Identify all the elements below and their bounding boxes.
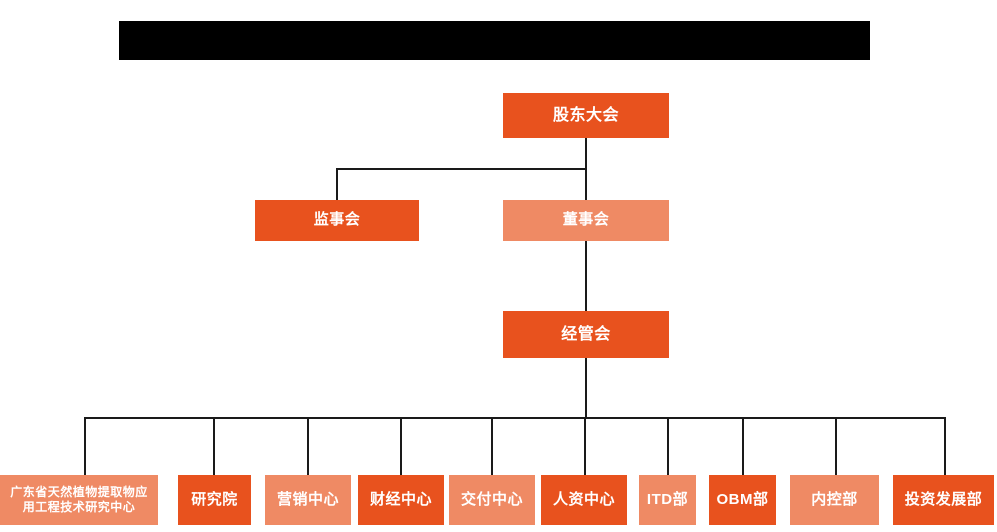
node-management-committee[interactable]: 经管会 — [503, 311, 669, 358]
node-internal-control-department[interactable]: 内控部 — [790, 475, 879, 525]
node-label-marketing-center: 营销中心 — [276, 490, 339, 508]
connector-drop-hr-center — [584, 417, 586, 475]
connector-drop-internal-control-department — [835, 417, 837, 475]
connector-drop-itd-department — [667, 417, 669, 475]
node-label-itd-department: ITD部 — [646, 490, 689, 508]
connector-departments-bus — [84, 417, 945, 419]
connector-shareholders-down — [585, 138, 587, 169]
node-board-of-directors[interactable]: 董事会 — [503, 200, 669, 241]
node-shareholders-meeting[interactable]: 股东大会 — [503, 93, 669, 138]
connector-directors-drop — [585, 168, 587, 200]
connector-management-down — [585, 358, 587, 418]
node-finance-center[interactable]: 财经中心 — [358, 475, 444, 525]
connector-drop-obm-department — [742, 417, 744, 475]
node-supervisory-board[interactable]: 监事会 — [255, 200, 419, 241]
node-research-institute[interactable]: 研究院 — [178, 475, 251, 525]
node-label-supervisory-board: 监事会 — [313, 211, 361, 229]
connector-drop-investment-development-department — [944, 417, 946, 475]
node-label-guangdong-research-center: 广东省天然植物提取物应 用工程技术研究中心 — [10, 485, 148, 514]
node-marketing-center[interactable]: 营销中心 — [265, 475, 351, 525]
connector-level2-bus — [336, 168, 587, 170]
connector-drop-delivery-center — [491, 417, 493, 475]
redacted-title-bar — [119, 21, 870, 60]
node-label-delivery-center: 交付中心 — [460, 490, 523, 508]
connector-drop-marketing-center — [307, 417, 309, 475]
node-label-shareholders-meeting: 股东大会 — [552, 106, 619, 124]
node-guangdong-research-center[interactable]: 广东省天然植物提取物应 用工程技术研究中心 — [0, 475, 158, 525]
node-label-board-of-directors: 董事会 — [562, 211, 610, 229]
node-label-investment-development-department: 投资发展部 — [904, 490, 983, 508]
connector-directors-to-management — [585, 241, 587, 311]
node-label-internal-control-department: 内控部 — [811, 490, 858, 508]
node-label-finance-center: 财经中心 — [369, 490, 432, 508]
connector-drop-research-institute — [213, 417, 215, 475]
node-itd-department[interactable]: ITD部 — [639, 475, 696, 525]
node-obm-department[interactable]: OBM部 — [709, 475, 776, 525]
node-label-research-institute: 研究院 — [191, 490, 238, 508]
node-investment-development-department[interactable]: 投资发展部 — [893, 475, 994, 525]
node-label-hr-center: 人资中心 — [552, 490, 615, 508]
node-delivery-center[interactable]: 交付中心 — [449, 475, 535, 525]
connector-drop-finance-center — [400, 417, 402, 475]
node-label-management-committee: 经管会 — [561, 325, 611, 343]
node-hr-center[interactable]: 人资中心 — [541, 475, 627, 525]
node-label-obm-department: OBM部 — [716, 490, 769, 508]
connector-drop-guangdong-research-center — [84, 417, 86, 475]
connector-supervisory-drop — [336, 168, 338, 200]
